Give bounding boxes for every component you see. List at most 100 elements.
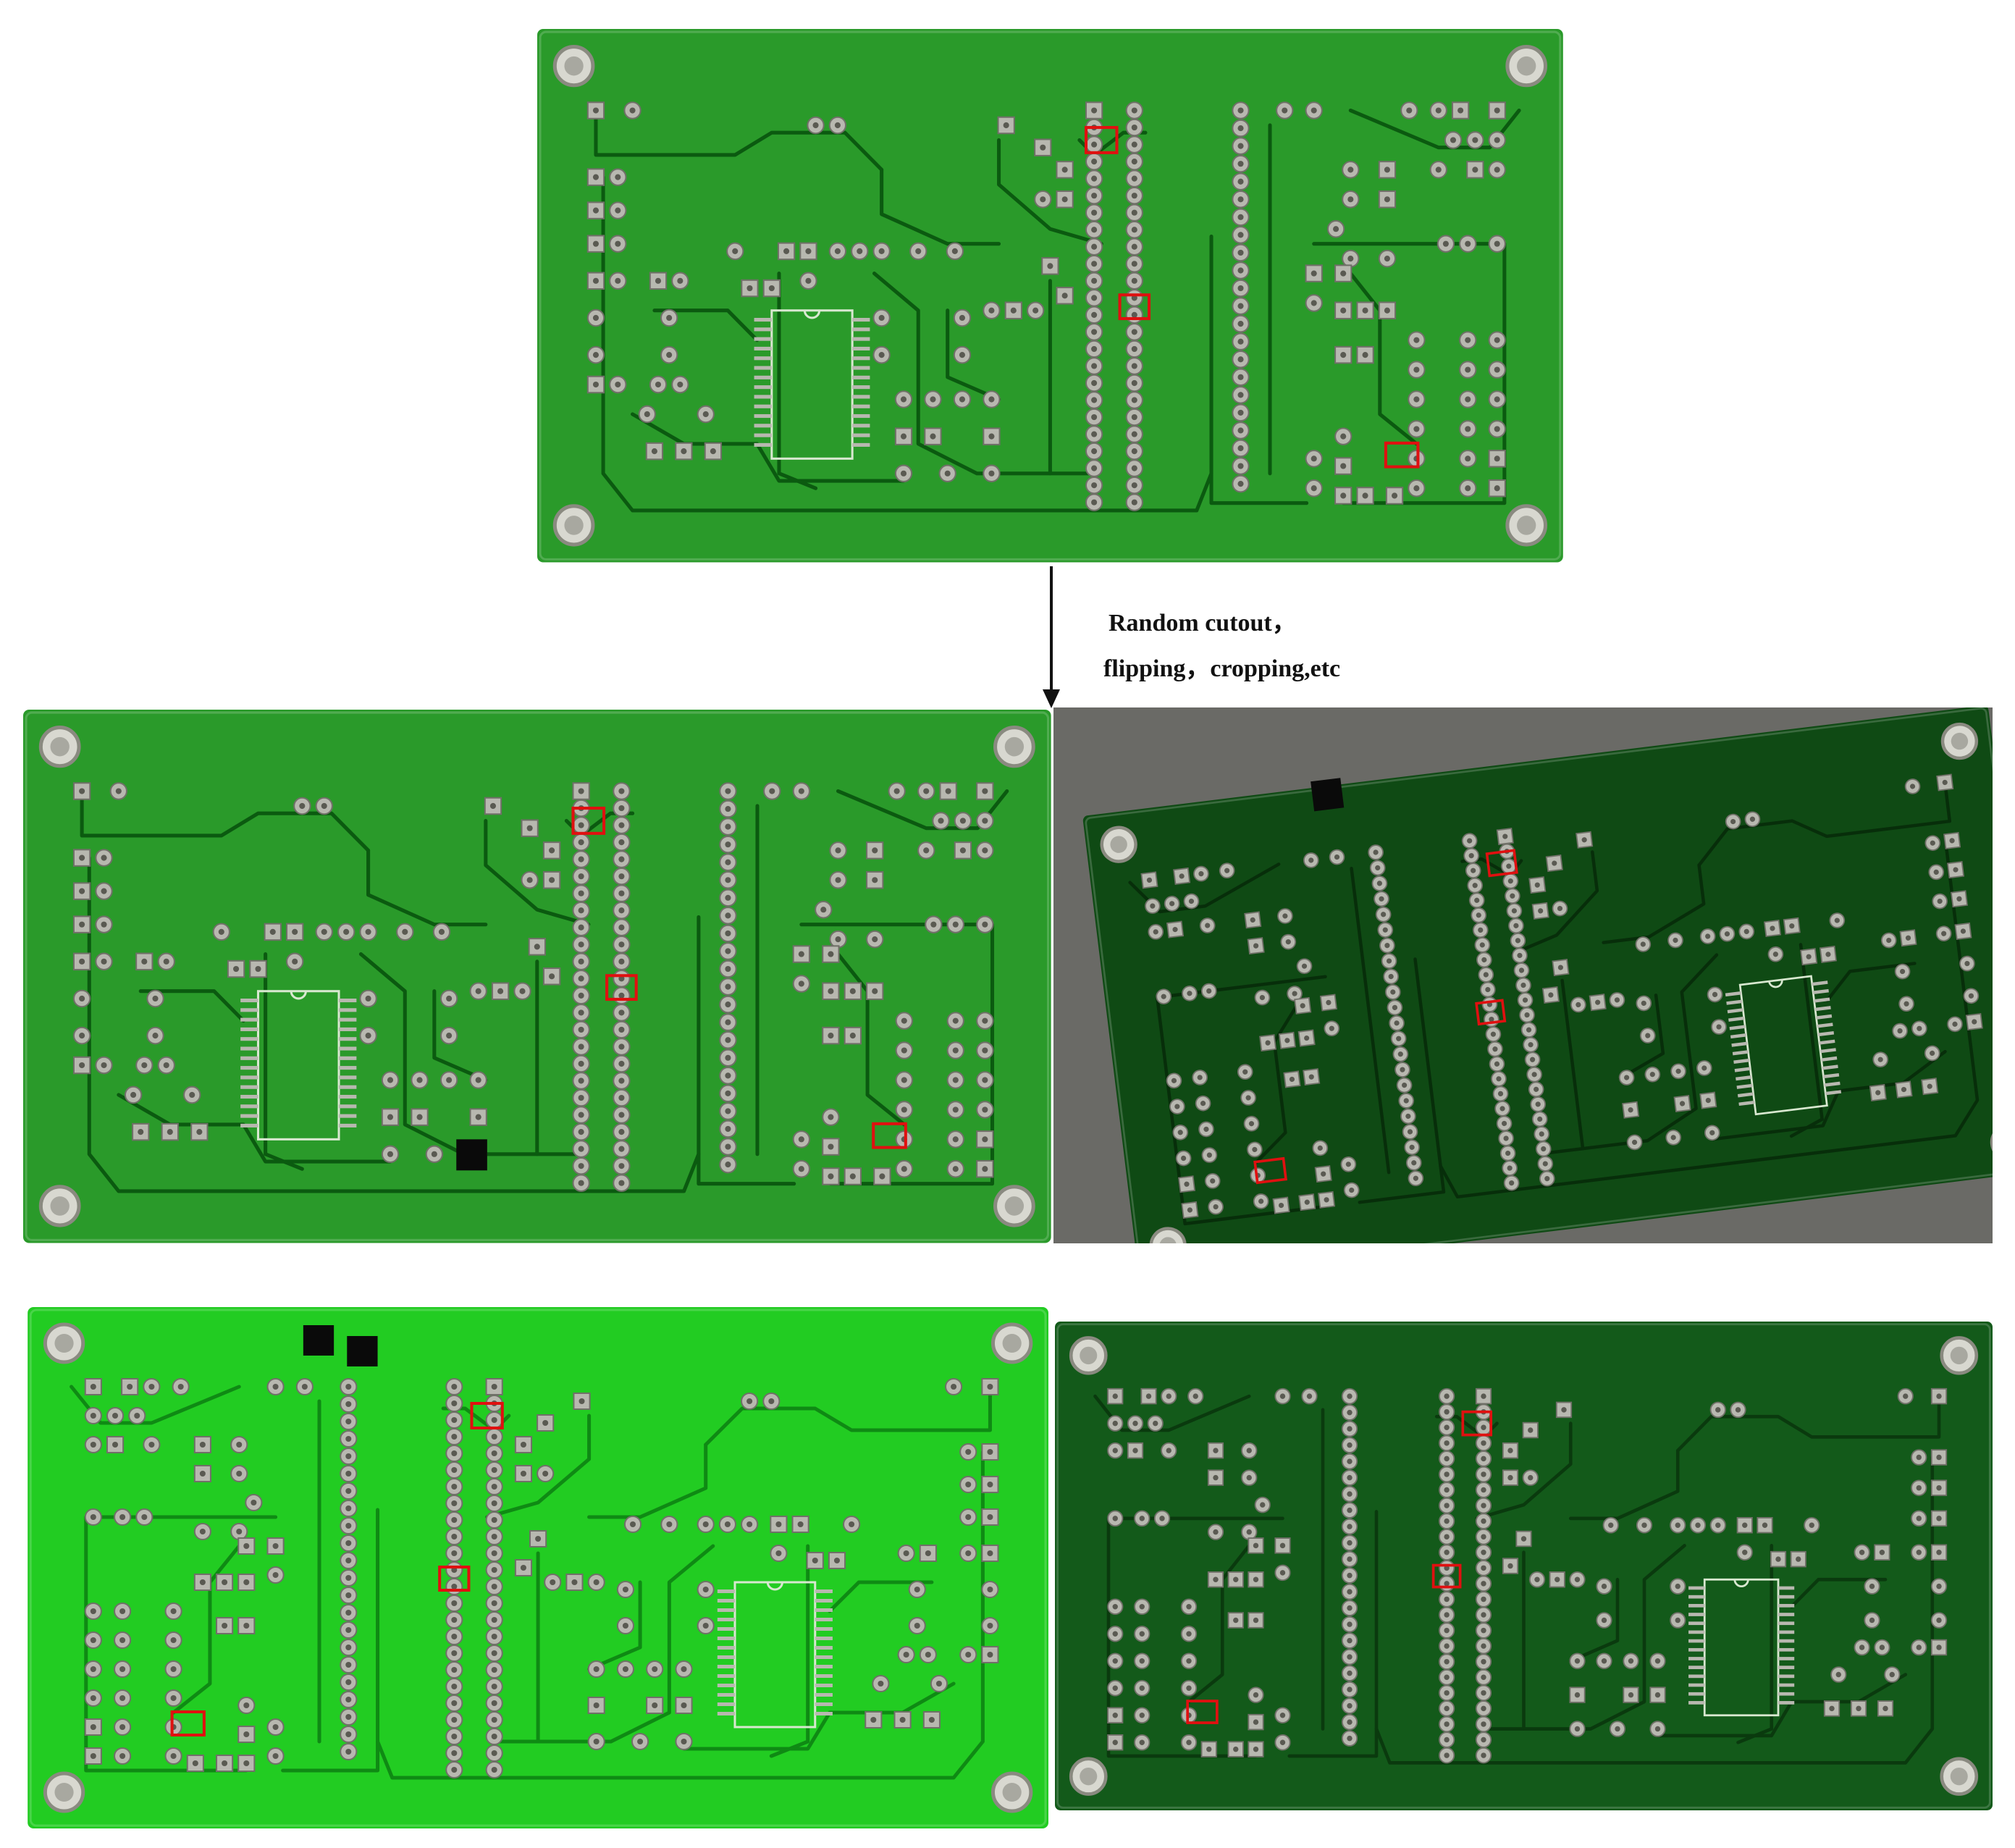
copper-trace — [872, 272, 1096, 476]
pad-drill — [526, 877, 533, 883]
pad-drill — [199, 1471, 206, 1477]
pad-drill — [872, 847, 878, 854]
pad-drill — [1735, 1407, 1741, 1413]
pad-drill — [189, 1091, 195, 1099]
ic-pin — [1732, 1050, 1749, 1056]
ic-pin — [1819, 1039, 1835, 1045]
ic-pin — [852, 327, 870, 332]
pad-drill — [1511, 908, 1517, 914]
pad-drill — [1581, 837, 1587, 843]
pad-drill — [138, 1129, 144, 1135]
ic-pin — [1736, 1083, 1753, 1089]
pad-drill — [101, 958, 107, 965]
pad-drill — [90, 1637, 96, 1643]
pad-drill — [451, 1467, 458, 1473]
pad-drill — [578, 1094, 584, 1101]
pad-drill — [1131, 175, 1137, 182]
ic-pin — [1688, 1647, 1705, 1652]
pad-drill — [1311, 270, 1317, 277]
copper-trace — [1790, 1577, 1888, 1609]
pad-drill — [1628, 1107, 1633, 1113]
pad-drill — [345, 1523, 352, 1529]
pad-drill — [1237, 481, 1244, 487]
pad-drill — [615, 207, 621, 214]
copper-trace — [1542, 953, 1719, 1156]
copper-trace — [1568, 1448, 1680, 1521]
pad-drill — [1347, 1687, 1353, 1692]
pad-drill — [431, 1151, 437, 1157]
pad-drill — [1091, 448, 1098, 455]
pad-drill — [987, 1384, 993, 1390]
pad-drill — [1237, 321, 1244, 327]
pad-drill — [170, 1753, 177, 1759]
pad-drill — [1574, 1658, 1581, 1664]
pad-drill — [1112, 1739, 1118, 1745]
pad-drill — [491, 1650, 497, 1656]
ic-pin — [852, 395, 870, 399]
pad-drill — [618, 1026, 625, 1033]
pad-drill — [1450, 137, 1457, 143]
ic-pin — [339, 1094, 357, 1099]
pad-drill — [988, 470, 995, 476]
pad-drill — [1206, 988, 1212, 994]
pad-drill — [1379, 896, 1384, 902]
pad-drill — [451, 1500, 458, 1506]
pad-drill — [849, 1521, 855, 1527]
pad-drill — [1131, 431, 1137, 437]
pad-drill — [1510, 893, 1515, 899]
pad-drill — [1730, 818, 1736, 825]
pad-drill — [1384, 167, 1390, 173]
pad-drill — [593, 1739, 600, 1744]
pad-drill — [775, 1550, 782, 1556]
defect-box — [1431, 1563, 1462, 1589]
pad-drill — [345, 1592, 352, 1598]
pad-drill — [1709, 1130, 1715, 1135]
pad-drill — [1481, 1487, 1486, 1493]
copper-trace — [828, 1580, 934, 1613]
copper-trace — [1789, 943, 1824, 1138]
defect-box — [1084, 126, 1119, 154]
copper-trace — [264, 952, 304, 1171]
pad-drill — [987, 1652, 993, 1658]
pad-drill — [365, 995, 371, 1002]
pad-drill — [592, 174, 600, 180]
pad-drill — [1347, 1702, 1353, 1709]
pad-drill — [746, 1521, 753, 1527]
pad-drill — [1444, 1471, 1450, 1477]
ic-pin — [852, 366, 870, 370]
pad-drill — [1535, 1101, 1541, 1107]
pad-drill — [416, 1114, 423, 1120]
pad-drill — [618, 822, 625, 828]
pad-drill — [805, 277, 812, 284]
copper-trace — [601, 175, 1213, 513]
mounting-hole-center — [50, 1196, 70, 1216]
pad-drill — [925, 1652, 931, 1658]
pad-drill — [491, 1767, 497, 1773]
pad-drill — [90, 1442, 96, 1448]
pad-drill — [1401, 1082, 1408, 1088]
pad-drill — [549, 973, 555, 980]
pad-drill — [1139, 1713, 1145, 1718]
pad-drill — [1349, 1187, 1355, 1193]
pad-drill — [1131, 159, 1137, 165]
pad-drill — [1528, 1042, 1534, 1048]
pad-drill — [1927, 1083, 1932, 1089]
pad-drill — [725, 1072, 731, 1079]
pad-drill — [987, 1514, 993, 1520]
pad-drill — [1237, 214, 1244, 220]
defect-box — [1186, 1700, 1219, 1724]
pad-drill — [1481, 1518, 1486, 1524]
pad-drill — [272, 1543, 279, 1549]
pad-drill — [1930, 840, 1935, 846]
pad-drill — [1444, 1736, 1450, 1743]
pad-drill — [542, 1420, 549, 1426]
pad-drill — [578, 873, 584, 880]
pad-drill — [491, 1667, 497, 1673]
pad-drill — [1091, 379, 1098, 387]
pad-drill — [1513, 923, 1519, 928]
ic-pin — [339, 1027, 357, 1031]
ic-pin — [1688, 1683, 1705, 1687]
ic-pin — [815, 1684, 833, 1687]
pad-drill — [451, 1734, 458, 1739]
ic-pin — [339, 1037, 357, 1041]
